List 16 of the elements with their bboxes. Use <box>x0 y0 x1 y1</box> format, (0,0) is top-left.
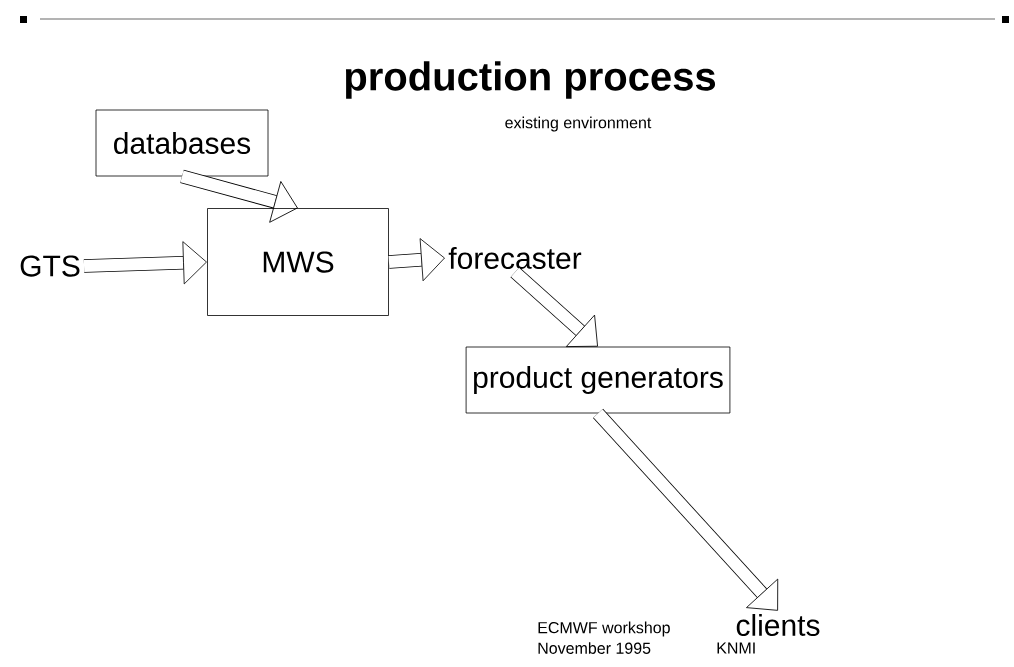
block-arrow <box>83 241 207 285</box>
title: production process <box>345 61 716 99</box>
note-text: existing environment <box>505 116 652 132</box>
node-label: forecaster <box>448 247 582 269</box>
block-arrow <box>388 238 445 282</box>
process-box: MWS <box>207 208 389 316</box>
block-arrow <box>593 408 779 611</box>
note-text: November 1995 <box>538 642 651 654</box>
block-arrow <box>180 169 298 223</box>
node-label: GTS <box>20 255 80 277</box>
process-box: product generators <box>465 346 731 414</box>
process-box: databases <box>95 109 269 177</box>
note-text: ECMWF workshop <box>538 621 670 637</box>
note-text: KNMI <box>717 642 755 654</box>
node-label: clients <box>736 614 820 637</box>
block-arrow <box>510 267 598 347</box>
